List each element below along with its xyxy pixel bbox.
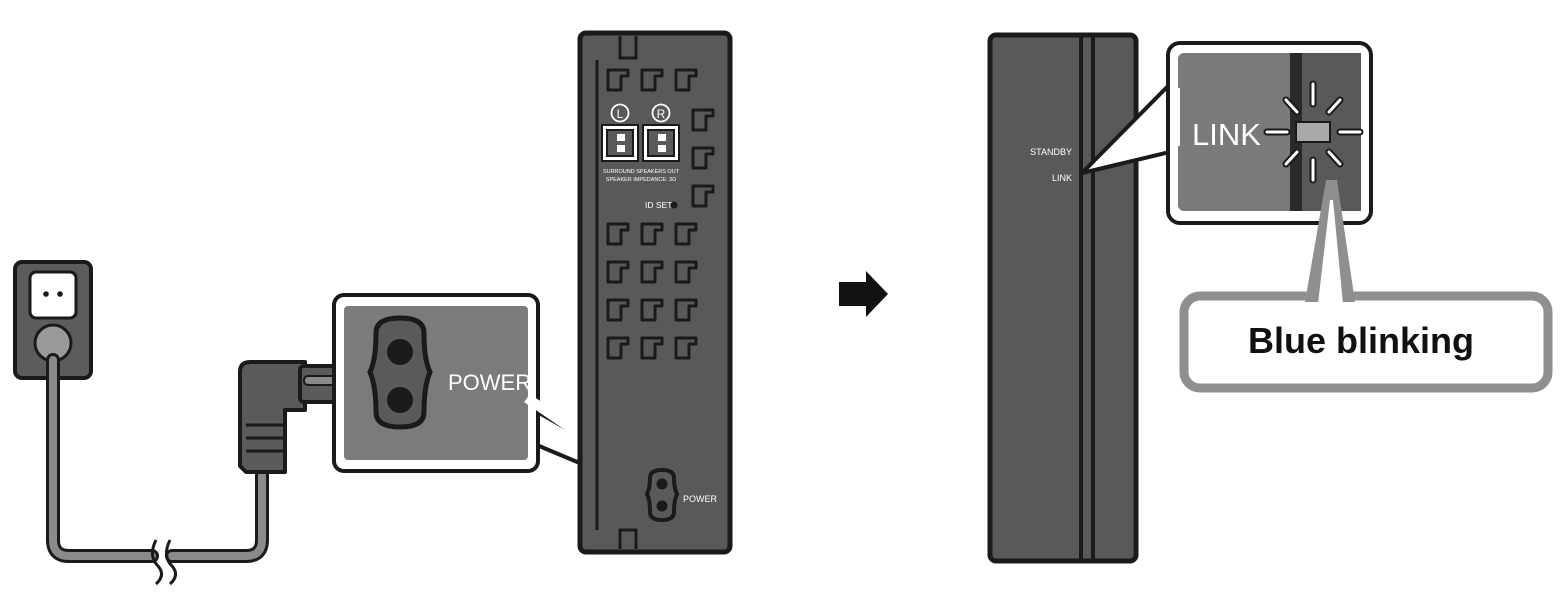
status-text: Blue blinking	[1248, 320, 1474, 361]
vent-slot	[640, 336, 664, 360]
vent-slot	[674, 336, 698, 360]
id-set-button	[670, 201, 678, 209]
vent-slot	[606, 68, 630, 92]
jack-right-label: R	[657, 107, 666, 121]
vent-pattern	[606, 68, 715, 360]
jacks-caption-line2: SPEAKER IMPEDANCE: 3Ω	[606, 177, 676, 183]
standby-label: STANDBY	[1030, 147, 1072, 157]
surround-speaker: STANDBY LINK	[987, 32, 1139, 564]
vent-slot	[691, 108, 715, 132]
arrow-right-icon	[839, 271, 888, 317]
vent-slot	[606, 222, 630, 246]
link-led-indicator	[1295, 121, 1331, 143]
vent-slot	[640, 298, 664, 322]
vent-slot	[674, 260, 698, 284]
jack-left-label: L	[617, 107, 624, 121]
vent-slot	[606, 260, 630, 284]
blinking-rays-icon	[1263, 80, 1364, 184]
vent-slot	[606, 336, 630, 360]
vent-slot	[674, 68, 698, 92]
subwoofer-rear: L R SURROUND SPEAKERS OUT SPEAKER IMPEDA…	[577, 30, 733, 555]
vent-slot	[640, 222, 664, 246]
vent-slot	[691, 184, 715, 208]
status-callout: Blue blinking	[1179, 180, 1553, 393]
power-socket	[644, 467, 680, 523]
rear-power-label: POWER	[683, 494, 718, 504]
vent-slot	[691, 146, 715, 170]
vent-slot	[674, 298, 698, 322]
callout-link-label: LINK	[1192, 117, 1261, 152]
link-led-callout: LINK	[1080, 41, 1373, 225]
id-set-label: ID SET	[645, 200, 672, 210]
vent-slot	[640, 260, 664, 284]
callout-power-label: POWER	[448, 370, 531, 395]
wall-outlet	[13, 260, 93, 380]
vent-slot	[606, 298, 630, 322]
link-label: LINK	[1052, 173, 1072, 183]
jacks-caption-line1: SURROUND SPEAKERS OUT	[603, 169, 680, 175]
vent-slot	[674, 222, 698, 246]
vent-slot	[640, 68, 664, 92]
power-cord	[46, 353, 269, 586]
